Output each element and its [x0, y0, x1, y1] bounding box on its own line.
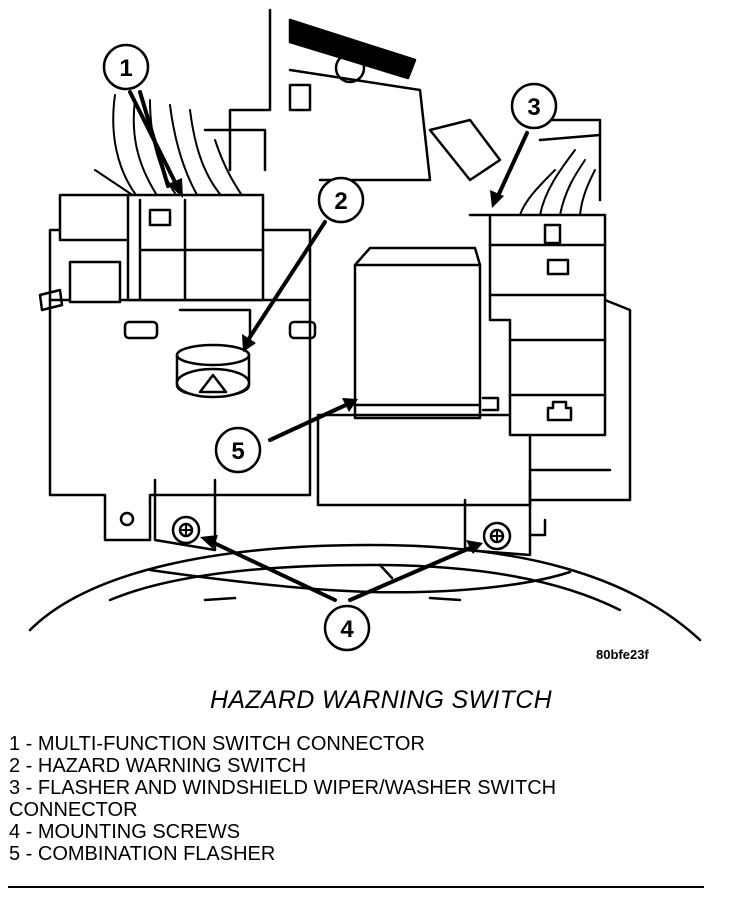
- svg-text:4: 4: [340, 616, 354, 643]
- svg-text:2: 2: [334, 188, 347, 215]
- leader-arrow-1b: [138, 90, 170, 188]
- figure-code: 80bfe23f: [596, 647, 649, 662]
- bottom-rule: [8, 886, 704, 888]
- hazard-warning-switch: [175, 308, 252, 399]
- mounting-screw-left: [171, 515, 201, 545]
- svg-text:3: 3: [527, 94, 540, 121]
- legend-item: 3 - FLASHER AND WINDSHIELD WIPER/WASHER …: [9, 777, 557, 821]
- combination-flasher: [316, 246, 532, 507]
- callout-3: 3: [510, 82, 558, 130]
- callout-5: 5: [214, 426, 262, 474]
- multi-function-switch-connector: [38, 193, 265, 312]
- mounting-bracket: [153, 478, 532, 557]
- legend-item: 5 - COMBINATION FLASHER: [9, 843, 276, 865]
- leader-arrow-2: [246, 220, 327, 342]
- legend-list: 1 - MULTI-FUNCTION SWITCH CONNECTOR 2 - …: [9, 733, 709, 865]
- arrowheads: [168, 178, 504, 554]
- leader-arrow-5: [268, 402, 350, 442]
- legend-item: 1 - MULTI-FUNCTION SWITCH CONNECTOR: [9, 733, 425, 755]
- wiper-washer-switch-connector: [468, 213, 632, 537]
- leader-arrows: [128, 90, 529, 602]
- wiper-washer-wire-bundle: [519, 149, 596, 216]
- leader-arrow-4b: [348, 546, 472, 602]
- callout-1: 1: [102, 43, 150, 91]
- mounting-screw-right: [482, 521, 512, 551]
- leader-arrow-4a: [210, 540, 337, 602]
- legend-item: 2 - HAZARD WARNING SWITCH: [9, 755, 307, 777]
- callout-2: 2: [317, 176, 365, 224]
- svg-text:1: 1: [119, 55, 132, 82]
- svg-text:5: 5: [231, 438, 244, 465]
- figure-title: HAZARD WARNING SWITCH: [210, 686, 552, 714]
- callout-4: 4: [323, 604, 371, 652]
- legend-item: 4 - MOUNTING SCREWS: [9, 821, 241, 843]
- hazard-switch-illustration: 1 2 3 4 5: [28, 8, 702, 652]
- leader-arrow-3: [496, 131, 529, 198]
